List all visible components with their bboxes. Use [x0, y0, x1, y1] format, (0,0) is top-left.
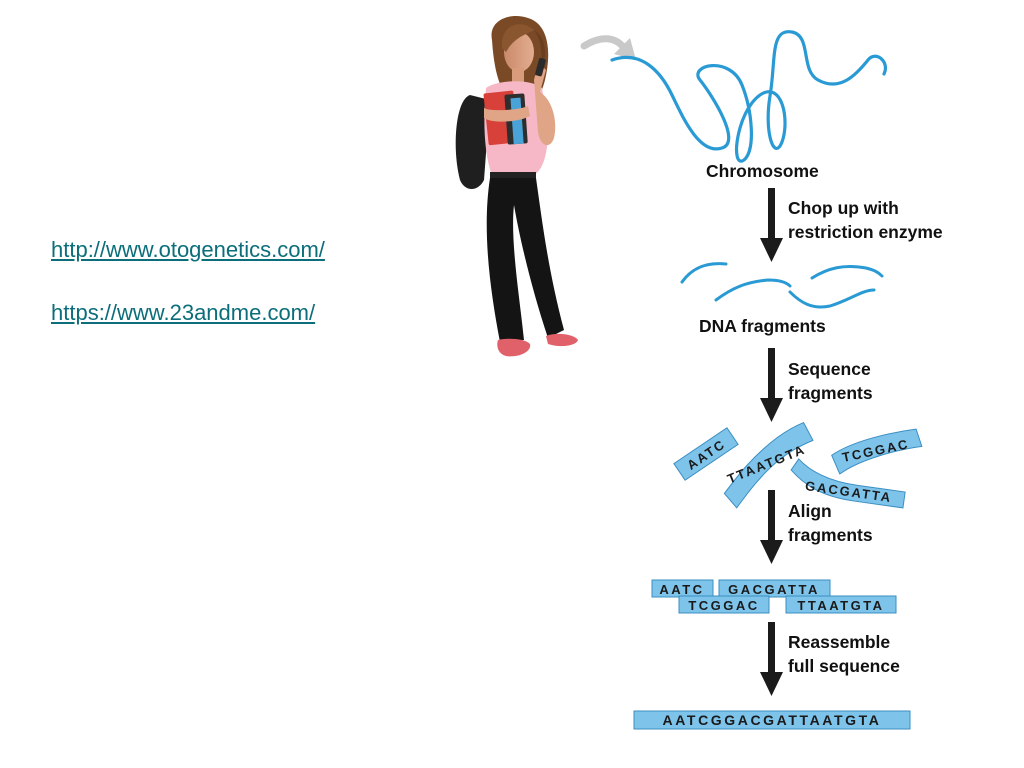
svg-text:AATCGGACGATTAATGTA: AATCGGACGATTAATGTA — [663, 712, 882, 728]
full-sequence: AATCGGACGATTAATGTA — [633, 710, 911, 730]
svg-text:TCGGAC: TCGGAC — [688, 598, 759, 613]
step2-line1: Sequence — [788, 359, 871, 379]
arrow-step4 — [760, 622, 783, 696]
step4-label: Reassemble full sequence — [788, 630, 900, 678]
curved-arrow-icon — [580, 35, 636, 60]
step4-line1: Reassemble — [788, 632, 891, 652]
arrow-step3 — [760, 490, 783, 564]
arrow-step2 — [760, 348, 783, 422]
step1-line2: restriction enzyme — [788, 222, 943, 242]
step2-label: Sequence fragments — [788, 357, 873, 405]
student-illustration — [455, 16, 578, 357]
step4-line2: full sequence — [788, 656, 900, 676]
dna-fragments-strands — [680, 262, 884, 309]
step2-line2: fragments — [788, 383, 873, 403]
svg-text:AATC: AATC — [659, 582, 704, 597]
svg-text:TTAATGTA: TTAATGTA — [797, 598, 884, 613]
chromosome-label: Chromosome — [706, 161, 819, 181]
dna-fragments-label: DNA fragments — [699, 316, 826, 336]
otogenetics-link[interactable]: http://www.otogenetics.com/ — [51, 237, 325, 262]
step1-label: Chop up with restriction enzyme — [788, 196, 943, 244]
svg-text:GACGATTA: GACGATTA — [728, 582, 820, 597]
step3-line1: Align — [788, 501, 832, 521]
23andme-link[interactable]: https://www.23andme.com/ — [51, 300, 316, 325]
arrow-step1 — [760, 188, 783, 262]
step3-line2: fragments — [788, 525, 873, 545]
fragment-tcggac: TCGGAC — [831, 428, 923, 475]
aligned-fragments: AATC GACGATTA TCGGAC TTAATGTA — [651, 579, 897, 614]
step3-label: Align fragments — [788, 499, 873, 547]
step1-line1: Chop up with — [788, 198, 899, 218]
chromosome-strand — [610, 30, 887, 163]
